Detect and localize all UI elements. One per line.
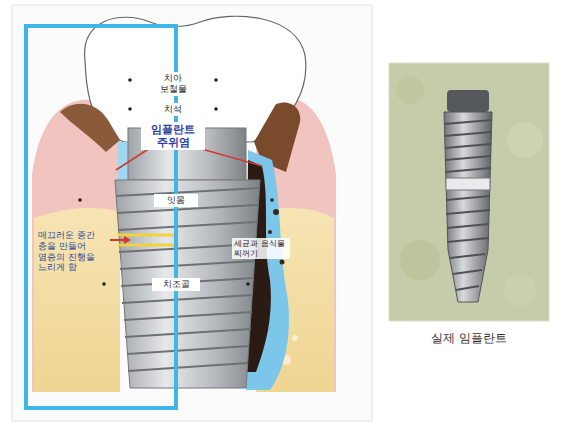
leader-dot xyxy=(214,78,218,82)
bone-left xyxy=(34,208,120,392)
smooth-band xyxy=(118,234,175,237)
thread xyxy=(120,261,255,269)
smooth-band xyxy=(118,244,175,247)
thread xyxy=(445,168,491,172)
thread xyxy=(447,224,489,228)
disease-label: 임플란트 주위염 xyxy=(141,122,205,150)
thread xyxy=(444,132,492,136)
leader-dot xyxy=(128,78,132,82)
photo-texture xyxy=(507,122,543,158)
implant-body xyxy=(115,180,260,388)
figure-caption: 실제 임플란트 xyxy=(431,330,507,347)
implant-photo-body xyxy=(444,112,492,302)
bone-granule xyxy=(292,335,298,341)
leader-dot xyxy=(102,282,106,286)
thread xyxy=(445,144,491,148)
photo-texture xyxy=(396,76,424,104)
thread xyxy=(446,210,490,214)
thread xyxy=(447,238,489,242)
threads xyxy=(116,188,259,371)
gum-left xyxy=(32,100,120,392)
thread xyxy=(128,363,248,371)
gum xyxy=(32,98,336,392)
leader-line xyxy=(198,148,262,166)
part-label: 치조골 xyxy=(152,278,200,291)
photo xyxy=(389,63,549,321)
photo-texture xyxy=(400,240,440,280)
leader-dot xyxy=(270,198,274,202)
tartar-left xyxy=(60,104,120,152)
panel xyxy=(12,5,372,421)
leader-dot xyxy=(128,107,132,111)
arrow-line xyxy=(110,239,124,241)
leader-dot xyxy=(214,107,218,111)
panel-frame xyxy=(12,5,372,421)
thread xyxy=(444,120,492,124)
thread xyxy=(450,254,485,258)
debris-dot xyxy=(273,209,279,215)
inflamed-left xyxy=(118,142,128,182)
debris-dot xyxy=(280,260,285,265)
thread xyxy=(127,346,249,354)
implant-cap xyxy=(447,90,489,112)
part-label: 세균과 음식물 찌꺼기 xyxy=(232,238,290,259)
thread xyxy=(122,295,253,303)
shiny-band xyxy=(446,178,490,190)
thread xyxy=(453,270,482,274)
note-text: 매끄러운 중간 층을 만들어 염증의 진행을 느리게 함 xyxy=(38,230,112,273)
leader-dot xyxy=(246,282,250,286)
thread xyxy=(456,286,479,290)
part-label: 치석 xyxy=(151,103,195,116)
thread xyxy=(125,329,251,337)
part-label: 잇몸 xyxy=(154,194,198,207)
smooth-layer xyxy=(118,235,175,245)
thread xyxy=(118,222,257,230)
thread xyxy=(124,312,252,320)
photo-texture xyxy=(504,274,536,306)
leader-dot xyxy=(78,198,82,202)
thread xyxy=(446,196,490,200)
leader-line xyxy=(116,148,150,170)
part-label: 치아 보철물 xyxy=(153,72,193,96)
arrow-head xyxy=(124,236,131,244)
debris-dot xyxy=(268,230,272,234)
photo-ground xyxy=(389,63,549,321)
photo-threads xyxy=(444,120,492,290)
thread xyxy=(445,156,491,160)
